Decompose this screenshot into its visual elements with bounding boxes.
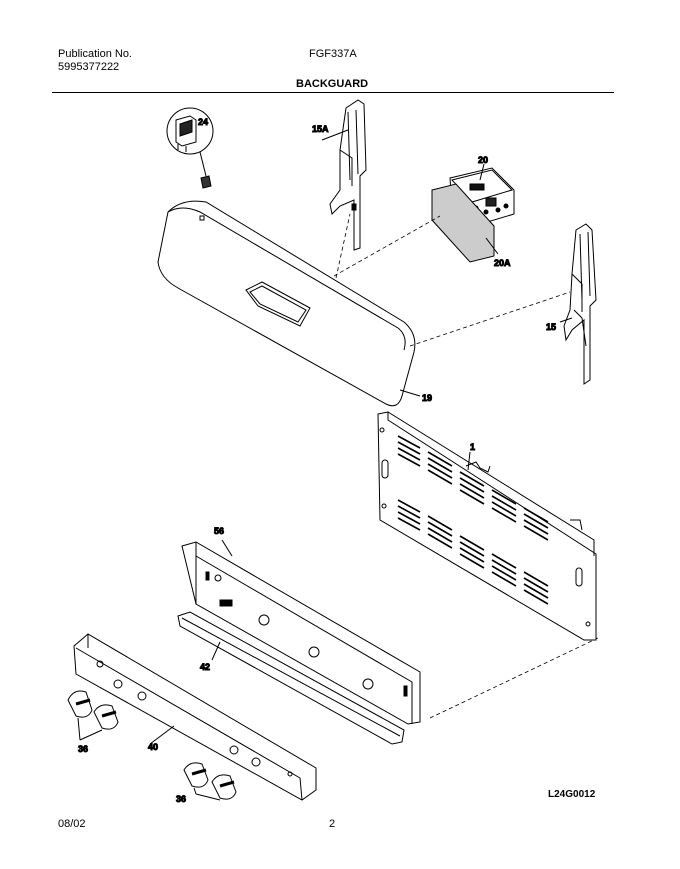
part-label-20: 20 [478,155,488,165]
overlay-20a [431,183,499,263]
rear-panel-1 [377,411,597,641]
trim-strip-42 [177,611,405,745]
footer-date: 08/02 [58,818,86,830]
model-number: FGF337A [309,48,357,60]
part-label-42: 42 [200,662,210,672]
publication-label: Publication No. [58,48,132,60]
page-number: 2 [329,818,336,830]
publication-number: 5995377222 [58,61,120,73]
part-label-15: 15 [546,322,556,332]
header-divider [52,92,614,93]
part-label-36-right: 36 [176,794,186,804]
part-label-15a: 15A [312,124,329,134]
manifold-panel-56 [181,539,421,725]
part-label-40: 40 [148,742,158,752]
control-panel-40 [73,633,317,801]
knobs-36 [67,690,237,801]
switch-callout [166,107,214,189]
part-label-36-left: 36 [78,744,88,754]
part-label-56: 56 [214,526,224,536]
backguard-panel-19 [157,200,421,407]
part-label-1: 1 [470,442,475,452]
part-label-19: 19 [422,393,432,403]
end-bracket-15 [559,223,597,385]
section-title: BACKGUARD [296,78,369,90]
end-bracket-15a [321,99,367,251]
drawing-code: L24G0012 [548,789,596,800]
part-label-24: 24 [198,117,208,127]
part-label-20a: 20A [494,258,511,268]
